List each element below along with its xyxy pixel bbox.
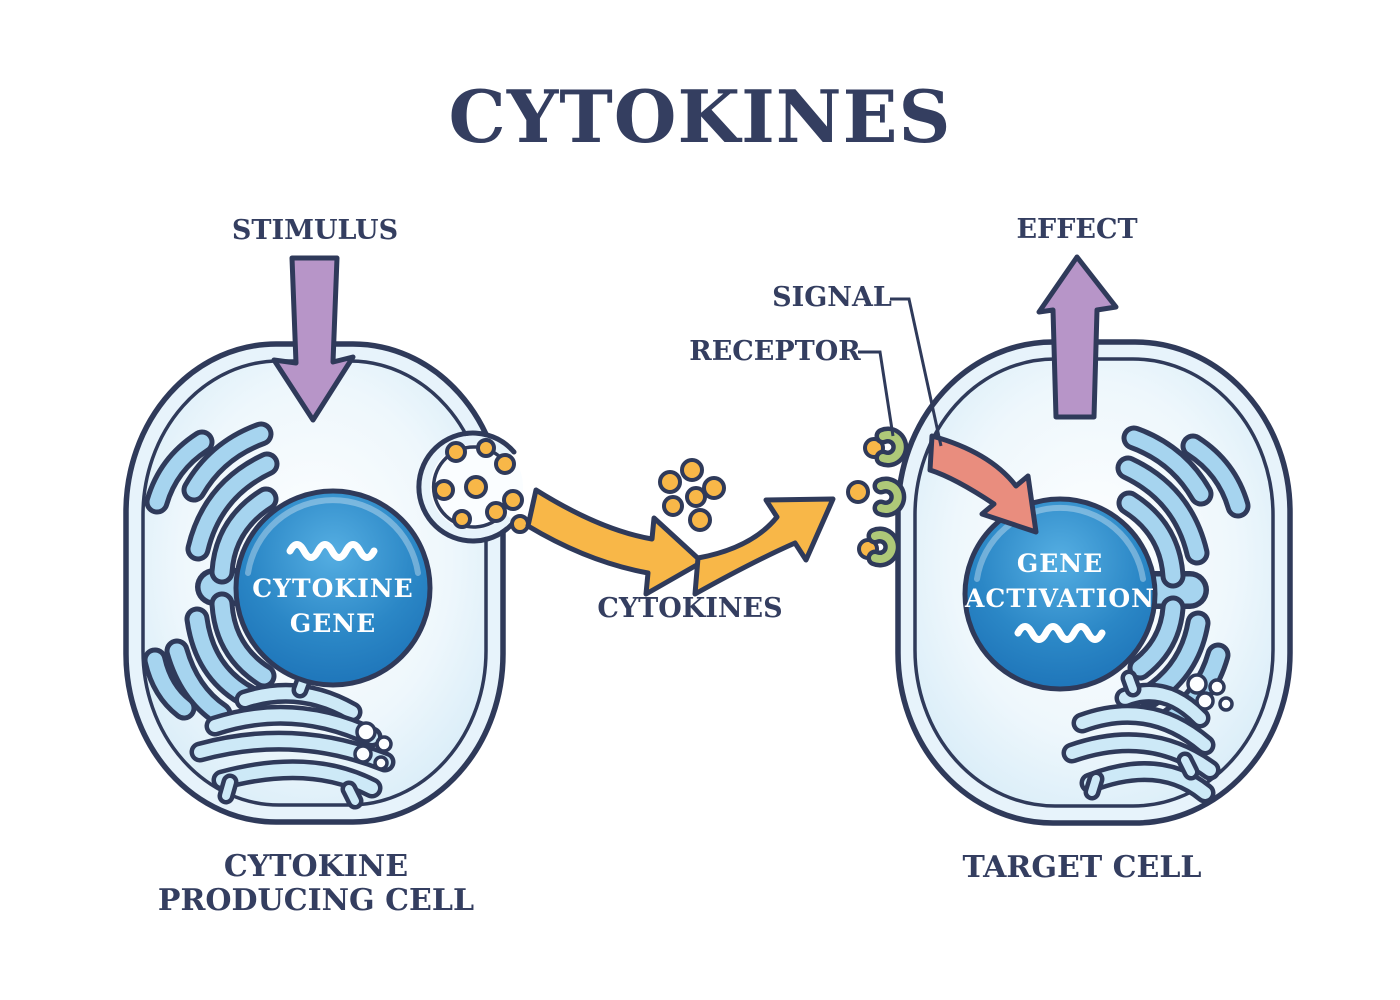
signal-arrow-icon <box>927 433 1039 535</box>
left-golgi-vesicles <box>353 721 393 771</box>
free-cytokine-dot <box>846 480 870 504</box>
signal-label: SIGNAL <box>772 282 892 313</box>
receptor-icon <box>883 435 900 459</box>
left-cell-caption-line1: CYTOKINE <box>224 849 408 884</box>
right-golgi-vesicles <box>1186 673 1234 712</box>
cytokine-dot-cluster <box>658 458 726 532</box>
gene-squiggle-icon <box>286 541 378 561</box>
receptor-label: RECEPTOR <box>689 336 861 367</box>
right-nucleus-label-line1: GENE <box>1017 549 1103 578</box>
left-cell-caption-line2: PRODUCING CELL <box>158 883 474 918</box>
left-nucleus: CYTOKINE GENE <box>233 488 433 688</box>
right-nucleus: GENE ACTIVATION <box>962 496 1158 692</box>
released-cytokines: CYTOKINES <box>494 453 870 624</box>
page-title: CYTOKINES <box>449 74 952 159</box>
cytokine-flow-arrow-right-icon <box>692 496 836 597</box>
effect-arrow-icon <box>1036 254 1119 420</box>
secretory-vesicle <box>416 430 533 544</box>
receptor-icon <box>881 485 898 509</box>
gene-activation-squiggle-icon <box>1014 623 1106 643</box>
cytokine-producing-cell: CYTOKINE GENE <box>123 341 533 825</box>
signal-pointer-line <box>890 297 943 447</box>
vesicle-cytokine-dots <box>433 438 507 529</box>
right-nucleus-label-line2: ACTIVATION <box>964 584 1155 613</box>
left-nucleus-label-line1: CYTOKINE <box>252 574 413 603</box>
effect-label: EFFECT <box>1016 214 1137 245</box>
receptors <box>857 435 900 559</box>
receptor-pointer-line <box>858 350 895 437</box>
target-cell: GENE ACTIVATION <box>895 339 1293 826</box>
cytokine-flow-arrow-left-icon <box>525 487 705 597</box>
left-nucleus-label-line2: GENE <box>290 609 376 638</box>
stimulus-label: STIMULUS <box>232 215 398 246</box>
stimulus-arrow-icon <box>271 255 356 423</box>
right-cell-caption: TARGET CELL <box>962 850 1201 885</box>
cytokines-label: CYTOKINES <box>597 593 782 624</box>
